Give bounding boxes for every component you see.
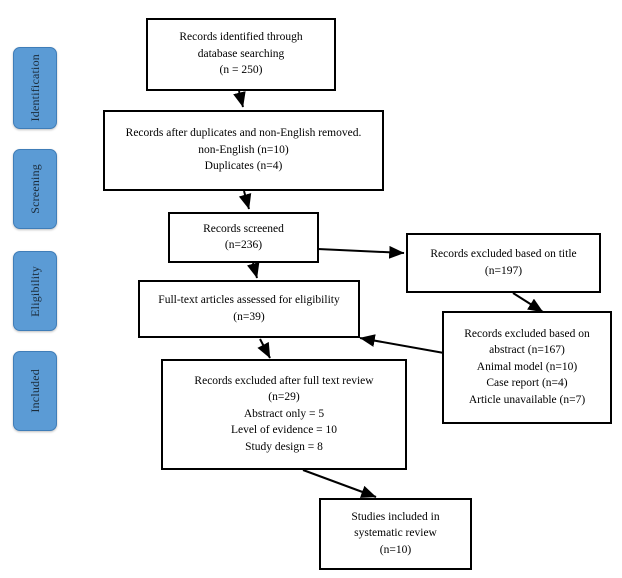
stage-label-text: Identification: [27, 54, 42, 122]
box-line: Duplicates (n=4): [204, 160, 283, 173]
box-line: (n=39): [233, 310, 265, 323]
box-records-screened[interactable]: Records screened (n=236): [168, 212, 319, 263]
stage-label-identification[interactable]: Identification: [13, 47, 57, 129]
box-line: Full-text articles assessed for eligibil…: [158, 294, 340, 306]
box-line: (n=197): [484, 264, 523, 277]
box-line: systematic review: [354, 527, 437, 540]
box-records-excluded-title[interactable]: Records excluded based on title (n=197): [406, 233, 601, 293]
box-line: Article unavailable (n=7): [468, 393, 586, 406]
box-line: Records screened: [203, 222, 284, 235]
arrow-screened-to-fulltext: [247, 262, 260, 279]
stage-label-eligibility[interactable]: Eligibility: [13, 251, 57, 331]
box-line: Level of evidence = 10: [230, 424, 338, 437]
box-line: Case report (n=4): [486, 377, 568, 390]
box-records-identified[interactable]: Records identified through database sear…: [146, 18, 336, 91]
box-line: (n=236): [224, 239, 263, 251]
box-line: Abstract only = 5: [243, 407, 325, 420]
box-studies-included[interactable]: Studies included in systematic review (n…: [319, 498, 472, 570]
box-line: Records excluded based on: [464, 327, 590, 340]
box-line: Study design = 8: [245, 440, 323, 453]
arrow-excluded-title-to-abstract: [512, 292, 544, 313]
box-line: abstract (n=167): [489, 344, 565, 357]
box-line: Studies included in: [351, 510, 440, 523]
stage-label-included[interactable]: Included: [13, 351, 57, 431]
box-records-after-duplicates[interactable]: Records after duplicates and non-English…: [103, 110, 384, 191]
arrow-excluded-fulltext-to-included: [302, 469, 377, 498]
box-line: (n=29): [268, 391, 300, 404]
arrow-identified-to-dedup: [233, 90, 246, 108]
box-line: Records excluded after full text review: [194, 374, 374, 387]
stage-label-text: Eligibility: [27, 265, 42, 317]
arrow-abstract-to-fulltext: [359, 334, 445, 354]
stage-label-screening[interactable]: Screening: [13, 149, 57, 229]
box-records-excluded-abstract[interactable]: Records excluded based on abstract (n=16…: [442, 311, 612, 424]
box-line: database searching: [197, 47, 285, 60]
arrow-screened-to-excluded-title: [317, 245, 405, 259]
box-line: Records identified through: [179, 31, 303, 44]
stage-label-text: Included: [27, 369, 42, 413]
box-line: (n=10): [379, 543, 412, 556]
box-records-excluded-full-text[interactable]: Records excluded after full text review …: [161, 359, 407, 470]
box-line: (n = 250): [219, 64, 263, 77]
box-line: Animal model (n=10): [476, 360, 578, 373]
box-full-text-assessed[interactable]: Full-text articles assessed for eligibil…: [138, 280, 360, 338]
box-line: non-English (n=10): [198, 143, 289, 156]
box-line: Records excluded based on title: [430, 248, 577, 260]
arrow-dedup-to-screened: [238, 190, 252, 210]
arrow-fulltext-to-excluded-fulltext: [257, 338, 271, 359]
stage-label-text: Screening: [27, 164, 42, 214]
box-line: Records after duplicates and non-English…: [125, 127, 362, 140]
